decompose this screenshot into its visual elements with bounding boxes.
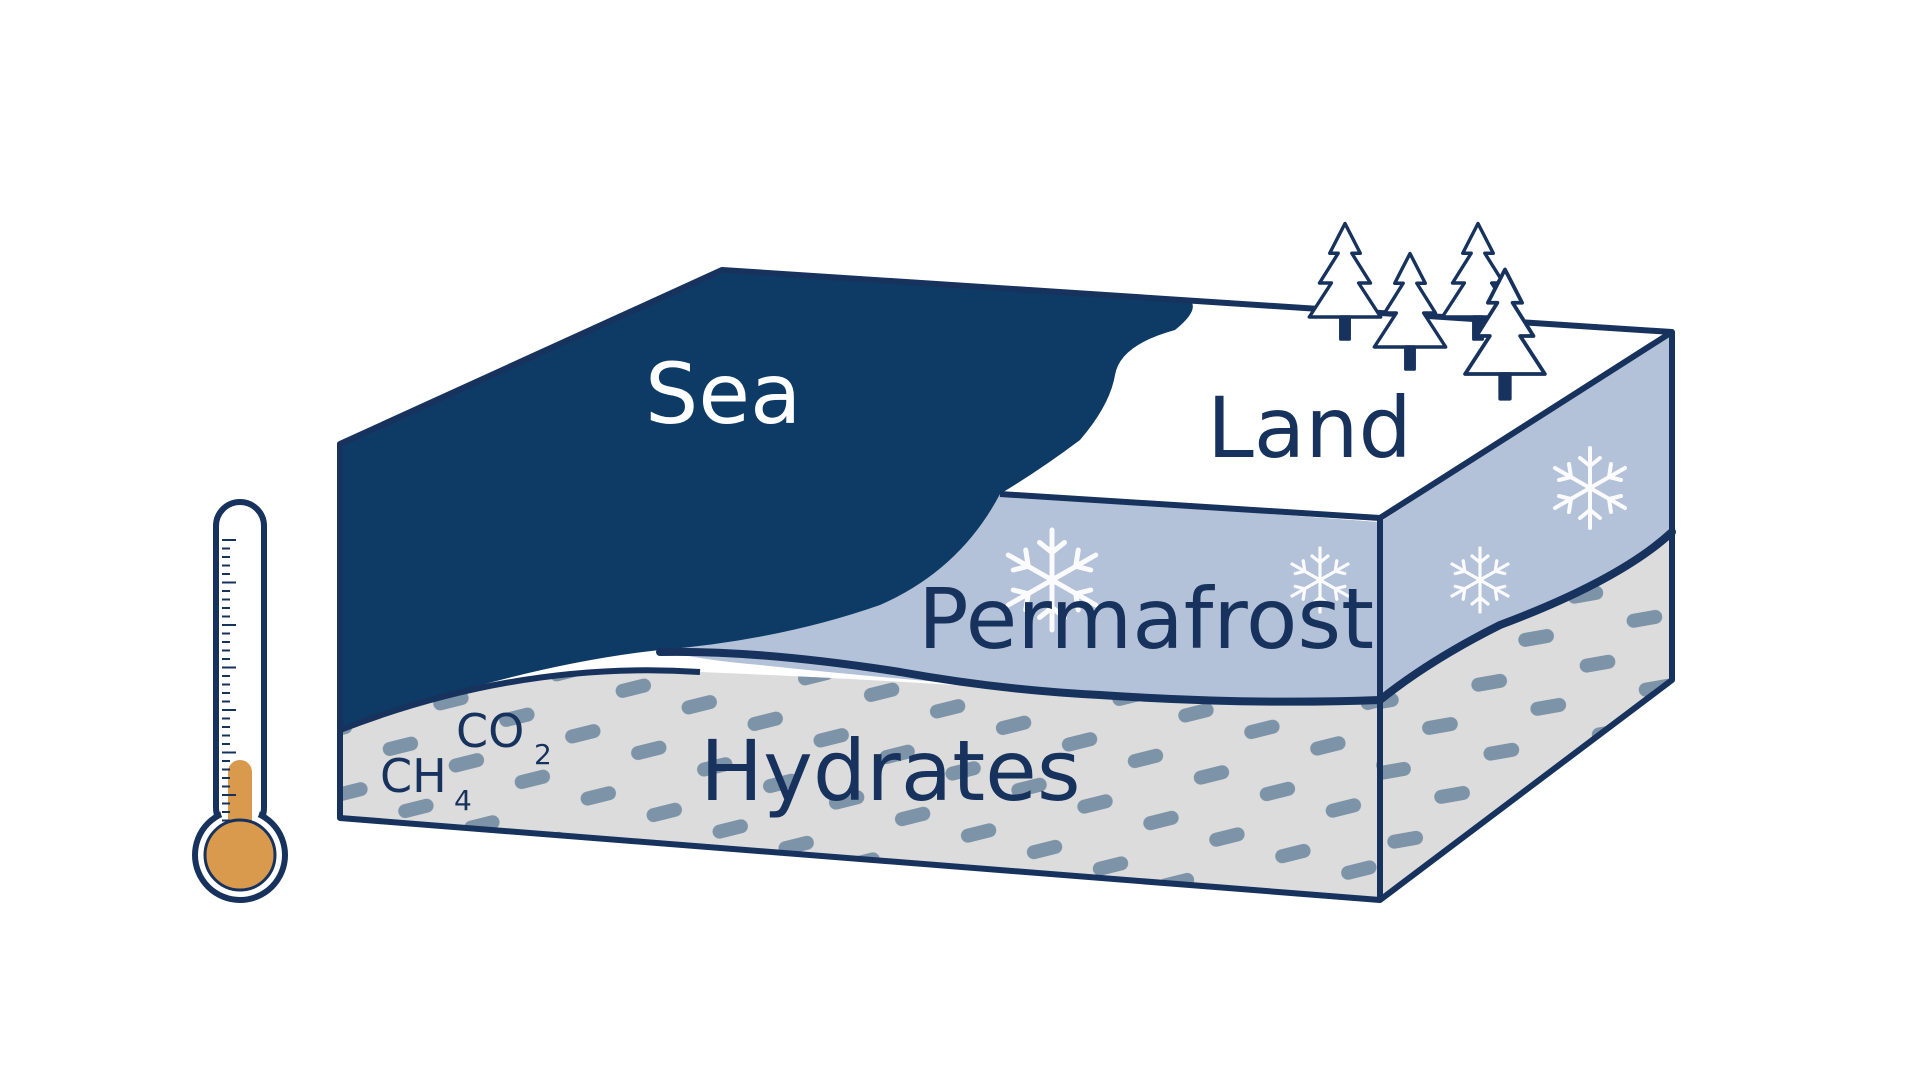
- permafrost-label: Permafrost: [918, 570, 1374, 668]
- block-side-face: [1380, 332, 1672, 900]
- co2-main: CO: [456, 704, 524, 758]
- co2-subscript: 2: [534, 738, 552, 771]
- thermometer-scale: [222, 539, 236, 822]
- methane-formula: CH 4: [380, 749, 472, 817]
- seabed-line: [338, 667, 701, 733]
- hydrates-layer: [340, 670, 1380, 900]
- block-outline: [337, 267, 1675, 903]
- sea-label: Sea: [645, 345, 801, 443]
- sea-area: [340, 270, 1193, 730]
- land-edge-line: [999, 491, 1381, 521]
- land-label: Land: [1207, 379, 1412, 477]
- side-permafrost: [1380, 332, 1672, 700]
- thermometer-icon: [192, 499, 288, 903]
- co2-formula: CO 2: [456, 704, 552, 771]
- methane-main: CH: [380, 749, 447, 803]
- hydrates-label: Hydrates: [700, 722, 1081, 820]
- permafrost-boundary-line: [656, 528, 1676, 706]
- methane-subscript: 4: [454, 784, 472, 817]
